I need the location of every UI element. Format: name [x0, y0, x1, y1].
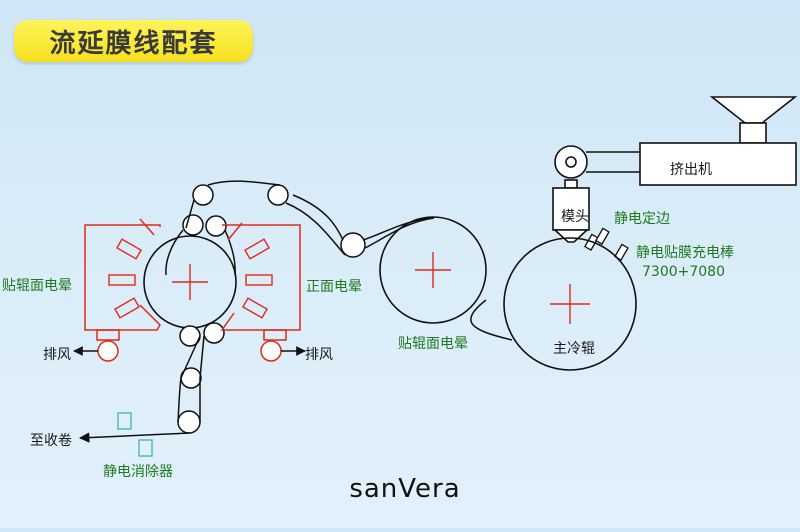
- label-static-edge: 静电定边: [614, 211, 670, 227]
- hopper: [709, 96, 798, 144]
- label-to-winder: 至收卷: [30, 433, 72, 449]
- label-static-bar: 静电贴膜充电棒: [636, 245, 734, 261]
- label-extruder: 挤出机: [670, 162, 712, 178]
- melt-pipe: [554, 145, 640, 189]
- label-corona-roll-mid: 贴辊面电晕: [398, 336, 468, 352]
- label-corona-front: 正面电晕: [306, 279, 362, 295]
- label-exhaust-right: 排风: [305, 347, 333, 363]
- corona-roll-middle: [379, 216, 487, 324]
- static-eliminator-icons: [117, 412, 153, 457]
- page-title: 流延膜线配套: [49, 28, 218, 59]
- label-static-bar-model: 7300+7080: [642, 264, 725, 280]
- brand-logo: sanVera: [349, 474, 461, 504]
- film-path: [78, 180, 513, 443]
- die-head: [552, 187, 590, 243]
- extruder-body: [639, 142, 797, 186]
- corona-enclosure-right: [220, 222, 301, 362]
- chill-roll: [503, 237, 637, 371]
- static-edge-pinner-icons: [584, 227, 629, 261]
- corona-electrodes: [108, 238, 273, 319]
- title-banner: 流延膜线配套: [14, 20, 253, 62]
- idler-rolls: [177, 184, 366, 434]
- label-die: 模头: [561, 209, 589, 225]
- corona-treater-roll: [143, 235, 237, 329]
- corona-enclosure-left: [84, 218, 161, 362]
- label-chill-roll: 主冷辊: [553, 341, 595, 357]
- label-static-eliminator: 静电消除器: [103, 464, 173, 480]
- label-corona-roll-left: 贴辊面电晕: [2, 278, 72, 294]
- label-exhaust-left: 排风: [43, 347, 71, 363]
